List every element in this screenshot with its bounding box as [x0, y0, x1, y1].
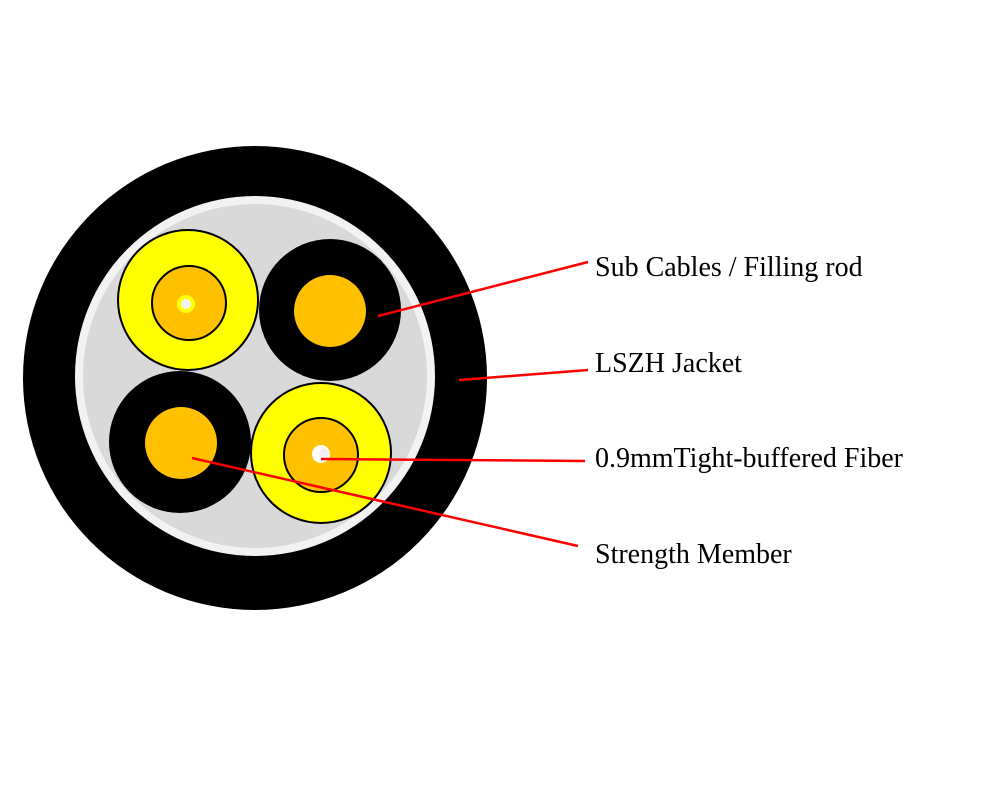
sub-cable-bottom-right [250, 382, 392, 524]
leader-line-strength [191, 456, 579, 548]
leader-line-jacket [458, 368, 589, 382]
cable-cross-section [23, 146, 487, 610]
label-sub-cables: Sub Cables / Filling rod [595, 252, 863, 283]
label-tight-buffered-fiber: 0.9mmTight-buffered Fiber [595, 443, 904, 474]
filling-rod-top-right [259, 239, 401, 381]
sub-cable-top-left [117, 229, 259, 371]
leader-line-sub-cables [377, 260, 589, 318]
label-lszh-jacket: LSZH Jacket [595, 348, 742, 379]
leader-line-fiber [320, 457, 586, 463]
label-strength-member: Strength Member [595, 539, 792, 570]
leader-lines [191, 260, 589, 548]
filling-rod-bottom-left [109, 371, 251, 513]
